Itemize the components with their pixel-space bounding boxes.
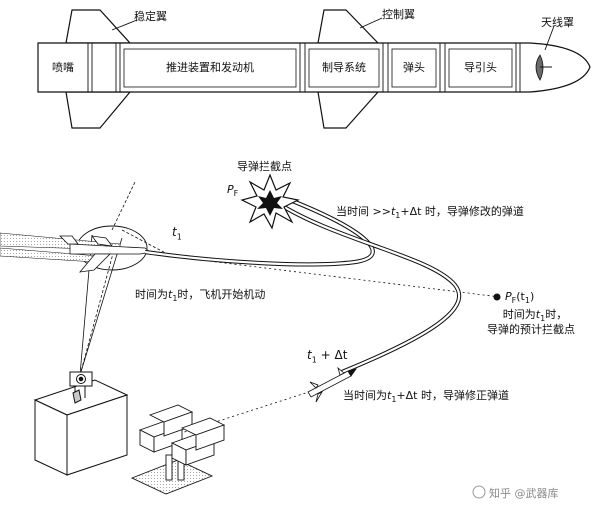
control-fin-bottom <box>317 91 380 129</box>
section-nozzle: 喷嘴 <box>52 61 74 74</box>
time-t1-label: t1 <box>172 225 182 242</box>
predicted-point-line2: 导弹的预计拦截点 <box>487 323 575 336</box>
aircraft-maneuver-label: 时间为t1时，飞机开始机动 <box>135 288 266 304</box>
predicted-point-symbol: PF(t1) <box>505 290 535 306</box>
stabilizer-label: 稳定翼 <box>134 10 167 23</box>
intercept-point-label: 导弹拦截点 <box>237 160 292 173</box>
section-seeker: 导引头 <box>464 61 497 74</box>
predicted-intercept-dot <box>493 293 501 301</box>
radome-label: 天线罩 <box>541 16 574 29</box>
control-fin-top <box>317 9 380 44</box>
watermark-text: 知乎 @武器库 <box>489 487 559 500</box>
stabilizer-fin-bottom <box>65 91 132 129</box>
watermark-icon <box>472 485 486 499</box>
section-propulsion: 推进装置和发动机 <box>166 61 254 74</box>
intercept-symbol: PF <box>227 183 239 199</box>
explosion-icon <box>240 173 300 230</box>
section-warhead: 弹头 <box>403 61 425 74</box>
aircraft <box>59 235 151 273</box>
predicted-point-line1: 时间为t1时， <box>502 308 568 324</box>
section-guidance: 制导系统 <box>322 61 366 74</box>
interceptor-missile <box>307 366 357 403</box>
missile-body <box>37 42 591 93</box>
aircraft-maneuver-path <box>144 198 375 267</box>
control-fins-label: 控制翼 <box>382 8 415 21</box>
corrected-path-label: 当时间为t1+Δt 时，导弹修正弹道 <box>343 389 509 405</box>
modified-path-label: 当时间 >>t1+Δt 时，导弹修改的弹道 <box>336 205 524 221</box>
missile-leader-lines <box>111 17 555 51</box>
missile-cutaway <box>37 9 591 129</box>
radar-station <box>33 371 129 476</box>
missile-modified-path <box>268 196 462 374</box>
time-t1-dt-label: t1 + Δt <box>307 348 348 365</box>
seeker-antenna <box>535 54 544 81</box>
missile-launcher <box>130 404 226 495</box>
